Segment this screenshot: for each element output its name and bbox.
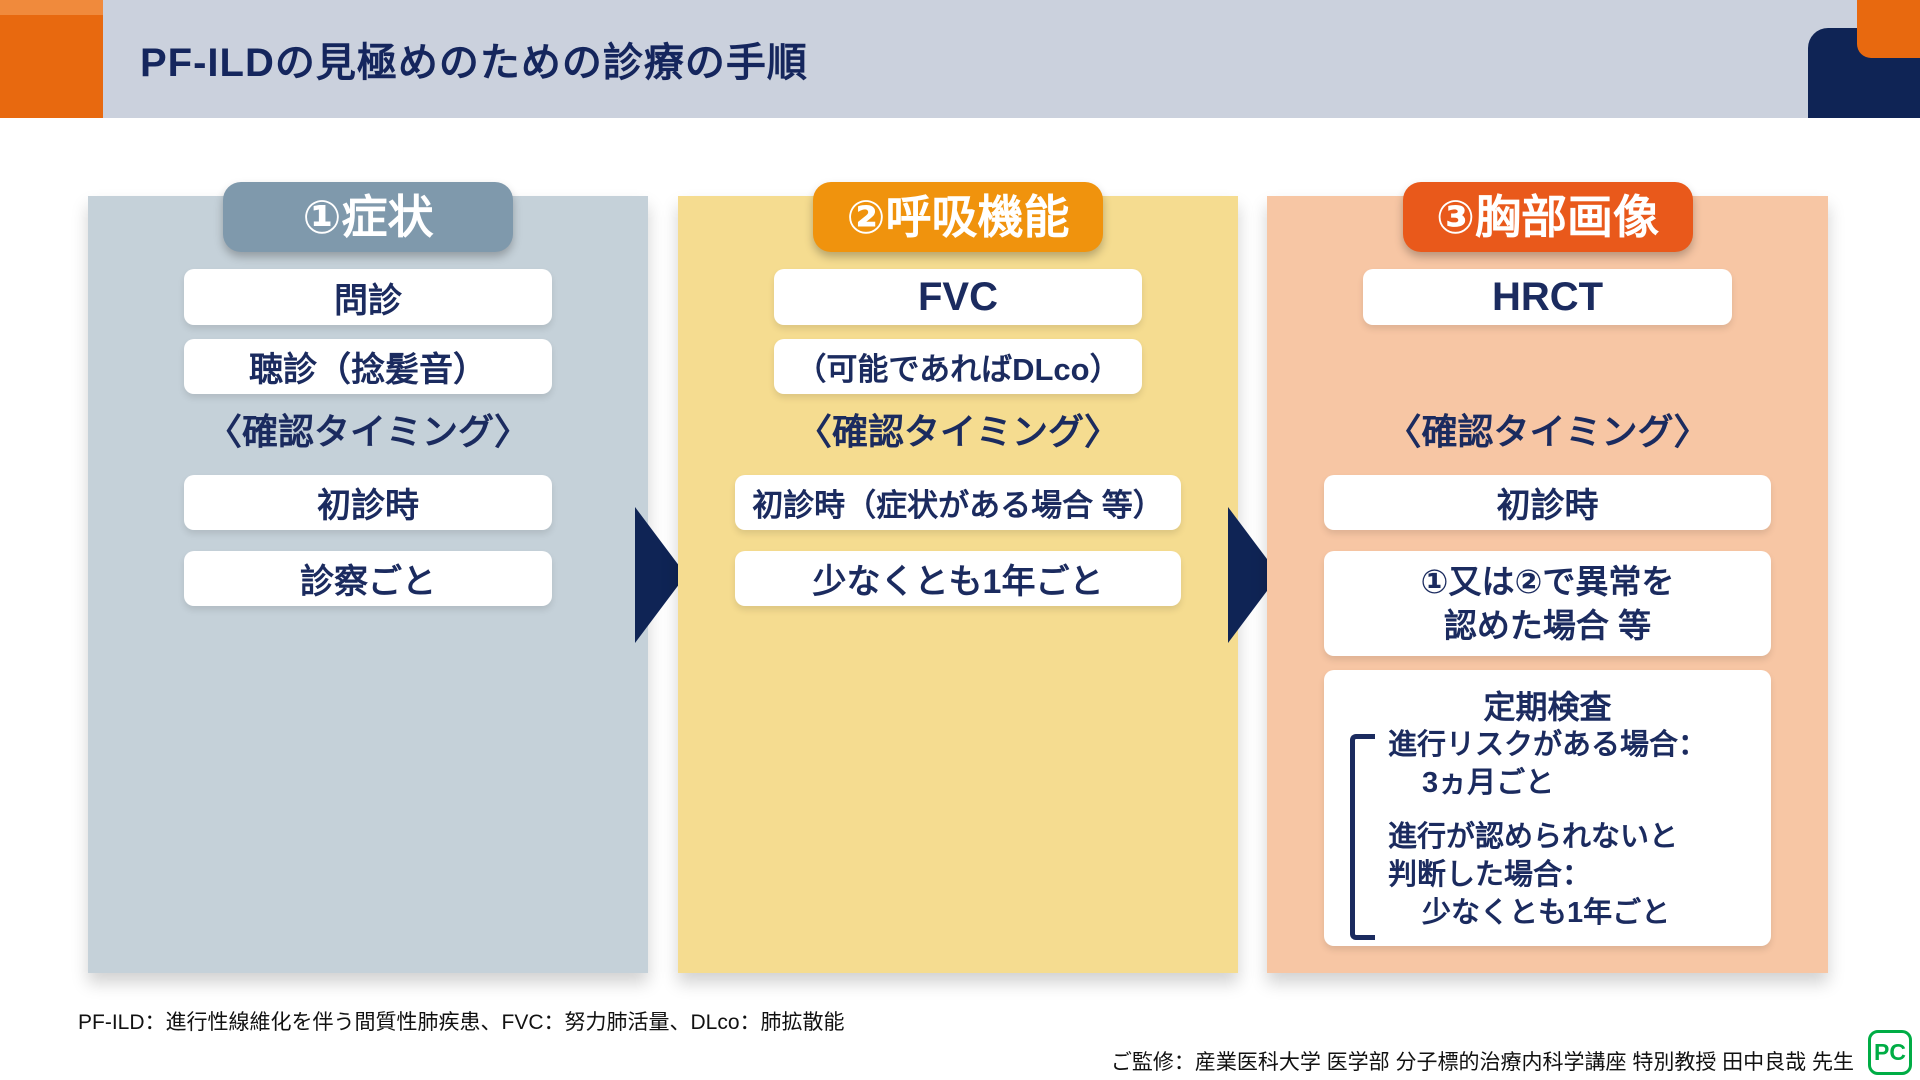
- arrow-right-icon: [635, 507, 686, 643]
- respiratory-box-dlco: （可能であればDLco）: [774, 339, 1142, 394]
- periodic-item-risk-line2: 3ヵ月ごと: [1422, 767, 1555, 799]
- imaging-box-first-visit: 初診時: [1324, 475, 1771, 530]
- imaging-box-abnormal-case: ①又は②で異常を 認めた場合 等: [1324, 551, 1771, 656]
- periodic-item-noprog-line1: 進行が認められないと: [1388, 821, 1679, 853]
- column-imaging-badge: ③胸部画像: [1402, 182, 1693, 252]
- symptoms-box-every-visit: 診察ごと: [184, 551, 552, 606]
- column-respiratory-function: ②呼吸機能 FVC （可能であればDLco） 〈確認タイミング〉 初診時（症状が…: [678, 182, 1238, 973]
- respiratory-box-yearly: 少なくとも1年ごと: [735, 551, 1181, 606]
- column-symptoms: ①症状 問診 聴診（捻髪音） 〈確認タイミング〉 初診時 診察ごと: [88, 182, 648, 973]
- imaging-box-hrct: HRCT: [1363, 269, 1732, 325]
- header-corner-orange-shape: [1857, 0, 1920, 58]
- header-accent-left-block: [0, 0, 103, 118]
- imaging-box-abnormal-line2: 認めた場合 等: [1443, 606, 1652, 644]
- column-respiratory-badge: ②呼吸機能: [813, 182, 1103, 252]
- imaging-timing-label: 〈確認タイミング〉: [1385, 411, 1710, 452]
- symptoms-box-interview: 問診: [184, 269, 552, 325]
- periodic-exam-list: 進行リスクがある場合： 3ヵ月ごと 進行が認められないと 判断した場合： 少なく…: [1388, 726, 1707, 932]
- abbreviation-footnote: PF-ILD：進行性線維化を伴う間質性肺疾患、FVC：努力肺活量、DLco：肺拡…: [78, 1011, 845, 1034]
- symptoms-box-first-visit: 初診時: [184, 475, 552, 530]
- supervisor-credit: ご監修：産業医科大学 医学部 分子標的治療内科学講座 特別教授 田中良哉 先生: [1110, 1051, 1854, 1074]
- periodic-item-noprog-line3: 少なくとも1年ごと: [1422, 897, 1671, 929]
- periodic-item-risk-line1: 進行リスクがある場合：: [1388, 729, 1708, 761]
- column-symptoms-badge: ①症状: [223, 182, 513, 252]
- respiratory-box-first-visit: 初診時（症状がある場合 等）: [735, 475, 1181, 530]
- symptoms-box-auscultation: 聴診（捻髪音）: [184, 339, 552, 394]
- symptoms-timing-label: 〈確認タイミング〉: [205, 411, 530, 452]
- periodic-exam-title: 定期検査: [1483, 689, 1612, 725]
- imaging-box-abnormal-line1: ①又は②で異常を: [1420, 562, 1675, 600]
- respiratory-box-fvc: FVC: [774, 269, 1142, 325]
- bracket-icon: [1350, 734, 1375, 940]
- page-title: PF-ILDの見極めのための診療の手順: [140, 41, 808, 85]
- column-chest-imaging: ③胸部画像 HRCT 〈確認タイミング〉 初診時 ①又は②で異常を 認めた場合 …: [1267, 182, 1828, 973]
- header-accent-left-top-strip: [0, 0, 103, 15]
- respiratory-timing-label: 〈確認タイミング〉: [795, 411, 1120, 452]
- periodic-item-noprog-line2: 判断した場合：: [1388, 859, 1592, 891]
- pc-logo: PC: [1868, 1030, 1912, 1075]
- header-band: PF-ILDの見極めのための診療の手順: [0, 0, 1920, 118]
- imaging-box-periodic-exam: 定期検査 進行リスクがある場合： 3ヵ月ごと 進行が認められないと 判断した場合…: [1324, 670, 1771, 946]
